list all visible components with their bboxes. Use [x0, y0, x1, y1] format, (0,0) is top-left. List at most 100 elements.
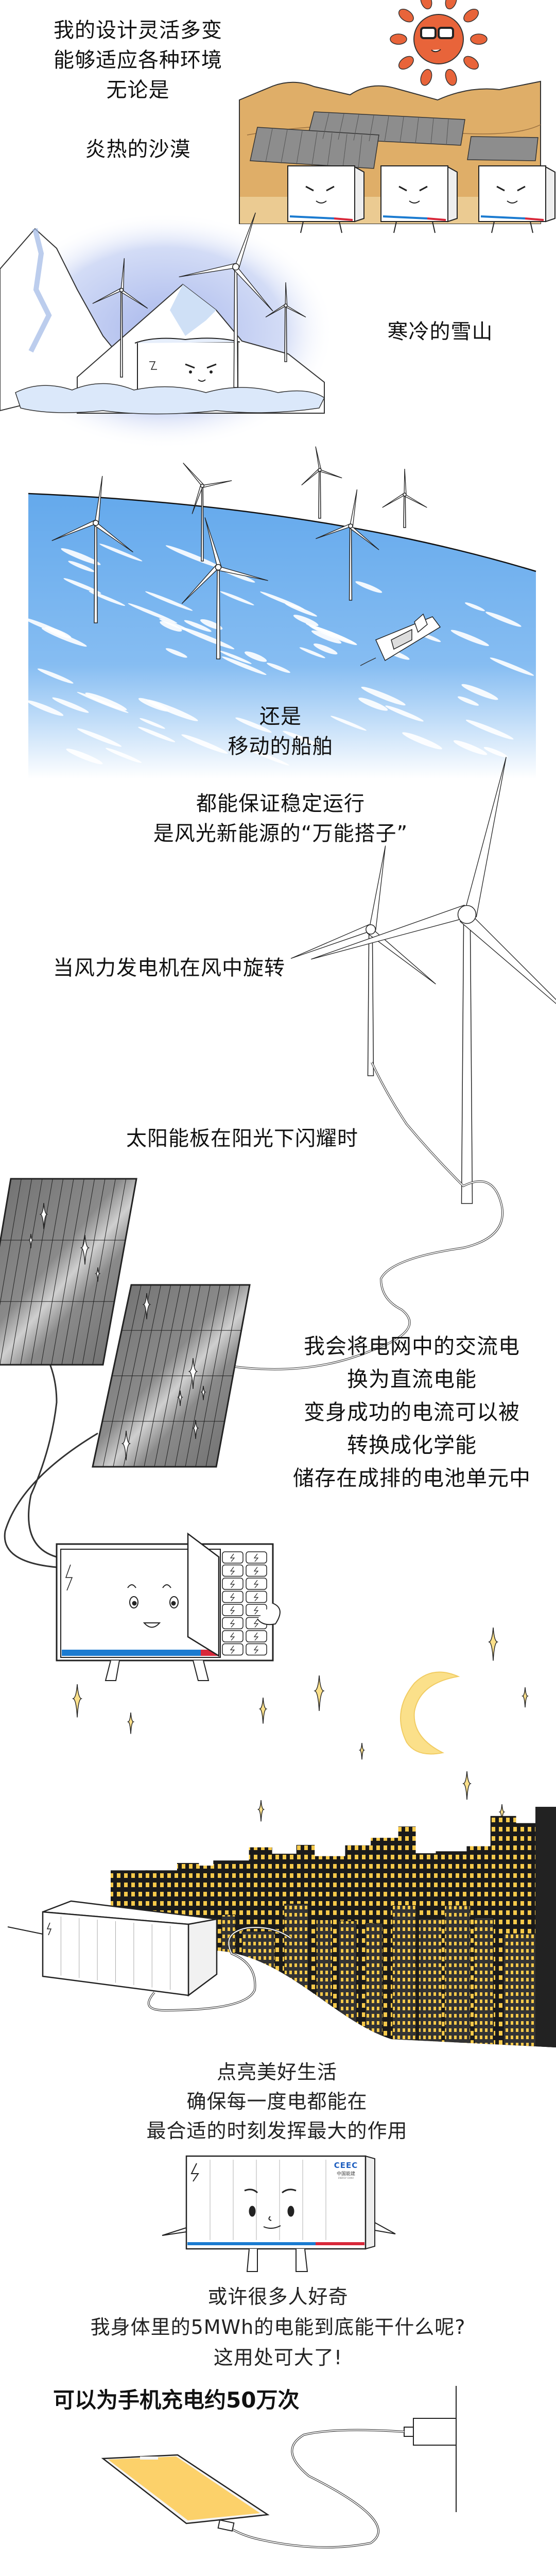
wave-highlight	[220, 591, 254, 605]
conversion-line: 转换成化学能	[347, 1433, 477, 1458]
battery-eyebrows	[305, 185, 335, 192]
wave-highlight	[245, 651, 267, 662]
lightning-icon	[253, 1580, 259, 1588]
wave-highlight	[235, 717, 272, 733]
sparkle-icon	[121, 1430, 131, 1461]
panel-divider	[265, 128, 273, 163]
snow-mountain-scene	[0, 212, 335, 449]
battery-character	[287, 165, 364, 233]
summary-line: 是风光新能源的“万能搭子”	[153, 822, 408, 845]
wind-turbine-icon	[181, 517, 268, 659]
battery-cell	[246, 1643, 267, 1656]
turbine-tower	[461, 914, 473, 1204]
battery-character	[380, 165, 458, 233]
turbine-tower	[349, 526, 353, 601]
turbine-blade	[403, 494, 427, 508]
ceec-logo: CEEC 中国能建 ENERGY CHINA	[329, 2161, 362, 2179]
logo-cn: 中国能建	[336, 2172, 355, 2177]
life-line: 最合适的时刻发挥最大的作用	[146, 2120, 408, 2142]
panel-cell-line	[30, 1178, 64, 1365]
battery-mouth	[316, 200, 327, 204]
panel-divider	[338, 113, 344, 140]
panel-divider	[342, 133, 348, 168]
wind-turbine-icon	[51, 476, 133, 623]
wave-highlight	[385, 705, 424, 722]
battery-red-bar	[525, 217, 544, 221]
turbine-tower	[216, 567, 221, 659]
turbine-tower	[201, 485, 204, 562]
storage-container	[42, 1900, 218, 1997]
battery-door	[187, 1532, 220, 1657]
star-icon	[358, 1742, 366, 1760]
sun-ray	[445, 0, 457, 10]
sparkle-icon	[192, 1419, 199, 1439]
life-line: 点亮美好生活	[216, 2061, 337, 2083]
wind-turbine-icon	[301, 446, 342, 519]
turbine-tower	[94, 522, 98, 623]
battery-front	[478, 165, 546, 222]
wave-highlight	[181, 734, 228, 754]
turbine-hub	[232, 263, 239, 270]
turbine-tower	[367, 929, 374, 1076]
turbine-hub	[215, 564, 222, 571]
star-icon	[314, 1675, 325, 1711]
wind-turbine-icon	[316, 489, 379, 601]
lightning-icon	[230, 1646, 235, 1654]
turbine-tower	[233, 266, 238, 388]
star-icon	[521, 1687, 529, 1708]
wave-highlight	[465, 719, 514, 740]
life-text: 点亮美好生活 确保每一度电都能在 最合适的时刻发挥最大的作用	[97, 2058, 457, 2146]
turbine-blade	[459, 911, 556, 1004]
turbine-hub	[403, 493, 407, 497]
turbine-tower	[284, 305, 287, 362]
turbine-blade	[349, 489, 358, 527]
wave-highlight	[313, 643, 338, 655]
conversion-line: 我会将电网中的交流电	[304, 1334, 520, 1359]
battery-side	[447, 166, 458, 223]
star-icon	[488, 1627, 499, 1661]
panel-cell-line	[10, 1178, 43, 1365]
panel-divider	[369, 115, 374, 142]
battery-character-open	[56, 1532, 281, 1681]
lightning-icon	[253, 1619, 259, 1628]
solar-panel-1	[0, 1178, 137, 1366]
building-front	[365, 1923, 383, 2047]
turbine-blade	[382, 493, 406, 508]
wave-highlight	[490, 657, 534, 676]
battery-front	[380, 165, 448, 222]
lightning-icon	[253, 1553, 259, 1562]
sparkle-icon	[188, 1358, 198, 1389]
phone-screen	[108, 2456, 260, 2520]
conversion-line: 储存在成排的电池单元中	[293, 1466, 531, 1490]
lightning-icon	[230, 1619, 235, 1628]
turbine-blade	[463, 757, 507, 918]
lightning-icon	[253, 1593, 259, 1601]
battery-eyebrows	[398, 185, 428, 192]
lightning-icon	[230, 1606, 235, 1615]
question-line: 或许很多人好奇	[207, 2285, 349, 2308]
ship-line: 还是	[259, 705, 302, 728]
panel-divider	[281, 129, 288, 164]
wind-turbine-scene	[4, 757, 556, 1568]
wave-highlight	[106, 748, 142, 763]
battery-legs	[393, 221, 436, 233]
panel-divider	[322, 113, 329, 139]
building-front	[418, 1918, 442, 2047]
wave-highlight	[37, 668, 74, 684]
lightning-icon	[253, 1646, 259, 1654]
wave-highlight	[77, 728, 122, 747]
panel-cell-line	[61, 1178, 95, 1365]
wave-highlight	[181, 627, 235, 650]
panel-divider	[399, 116, 404, 143]
panel-cell-line	[51, 1178, 84, 1365]
logo-abbr: CEEC	[334, 2161, 358, 2170]
turbine-tower	[403, 494, 406, 528]
turbine-hub	[348, 523, 353, 529]
ship-line: 移动的船舶	[228, 735, 334, 758]
turbine-tower	[120, 290, 123, 378]
battery-cell	[222, 1643, 244, 1656]
battery-cell	[246, 1551, 267, 1564]
panel-cell-line	[82, 1178, 116, 1365]
wave-highlight	[311, 630, 342, 644]
